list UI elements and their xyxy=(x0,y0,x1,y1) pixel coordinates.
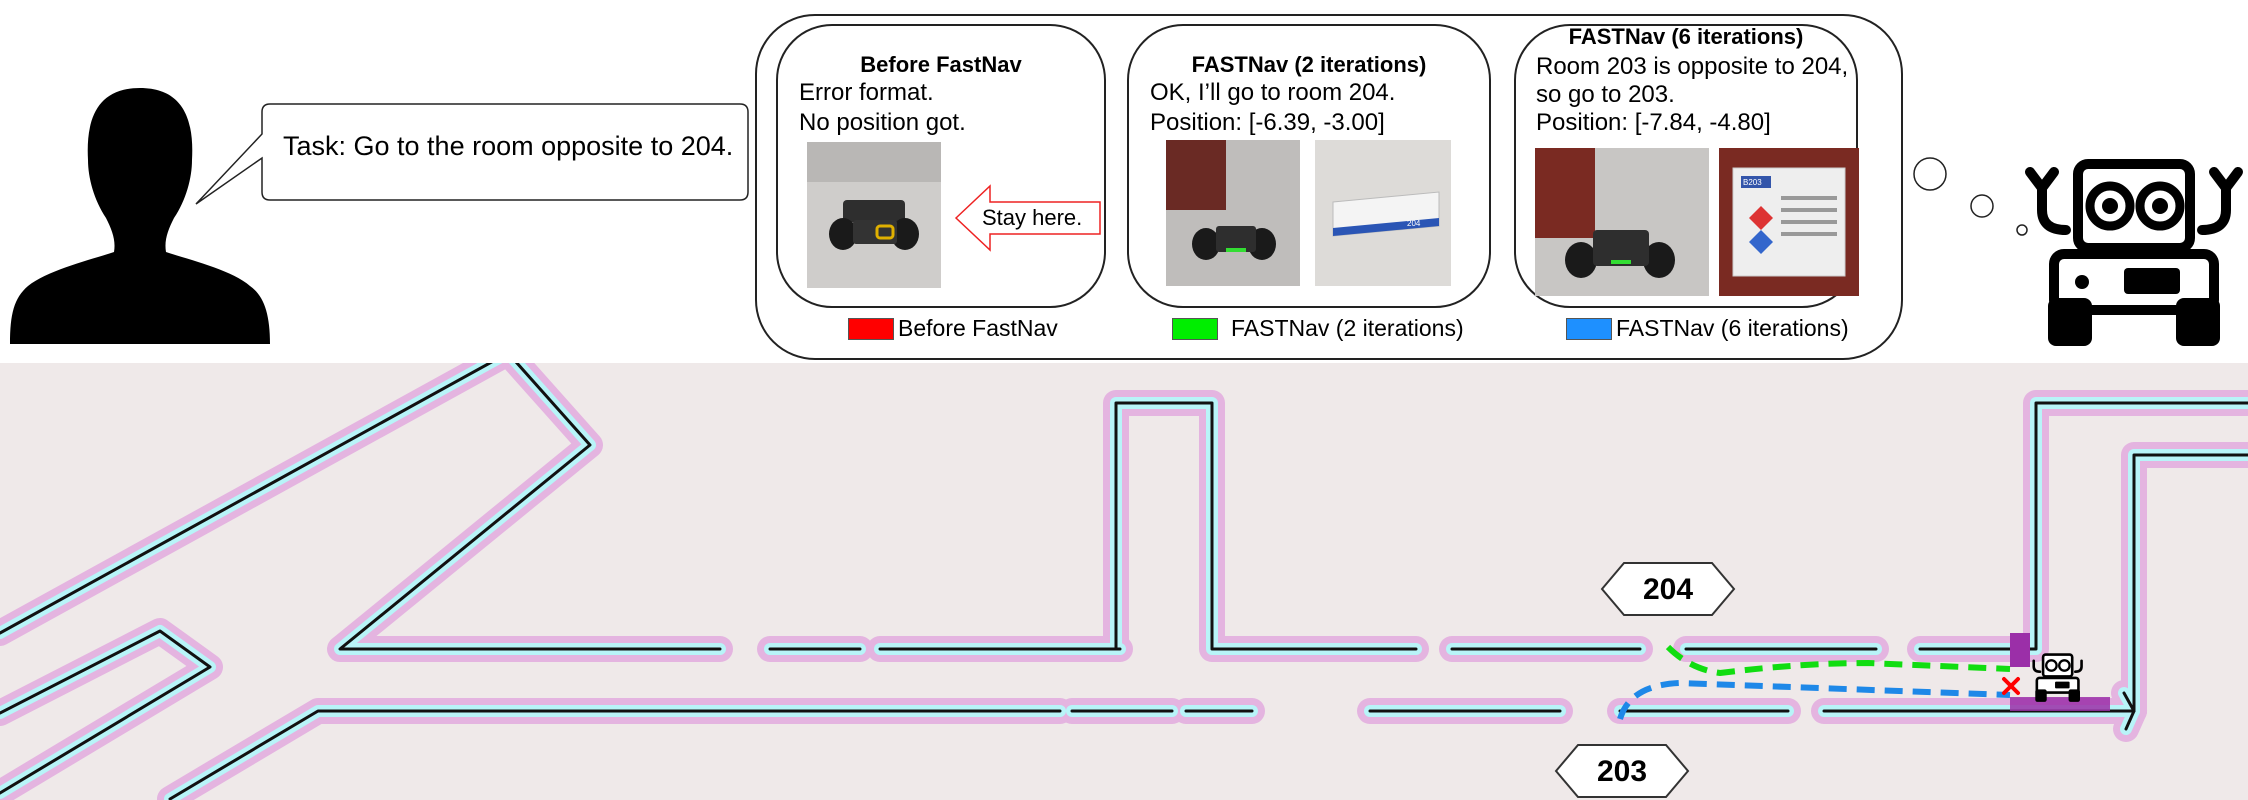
legend-label: FASTNav (6 iterations) xyxy=(1616,315,1849,341)
panel-title: Before FastNav xyxy=(860,52,1022,77)
sign-text: 204 xyxy=(1407,219,1421,228)
thought-dots xyxy=(1913,157,2028,236)
panel-title: FASTNav (6 iterations) xyxy=(1568,24,1804,49)
robot-photo xyxy=(1535,148,1709,296)
legend-swatch-blue xyxy=(1566,318,1612,340)
legend-label: FASTNav (2 iterations) xyxy=(1231,315,1464,341)
room-sign-photo: 204 xyxy=(1315,140,1451,286)
robot-icon xyxy=(2025,159,2243,346)
room-sign-photo: B203 xyxy=(1719,148,1859,296)
panel-line: Position: [-7.84, -4.80] xyxy=(1536,109,1771,136)
panel-line: Error format. xyxy=(799,79,934,106)
red-marker xyxy=(2002,677,2020,695)
room-label-203 xyxy=(1554,744,1690,798)
start-zone xyxy=(2010,697,2110,711)
robot-photo xyxy=(1166,140,1300,286)
panel-line: No position got. xyxy=(799,109,966,136)
blue-path xyxy=(1617,679,2011,720)
human-icon xyxy=(10,88,270,344)
arrow-left-icon xyxy=(954,184,1101,252)
room-number-203: 203 xyxy=(1597,755,1647,788)
room-number-204: 204 xyxy=(1643,573,1693,606)
sign-text: B203 xyxy=(1743,178,1762,187)
panel-line: Room 203 is opposite to 204, xyxy=(1536,53,1849,80)
panel-title: FASTNav (2 iterations) xyxy=(1191,52,1427,77)
robot-photo xyxy=(807,142,941,288)
speech-bubble xyxy=(195,103,749,205)
arrow-label: Stay here. xyxy=(982,205,1083,230)
start-zone xyxy=(2010,633,2030,667)
legend-swatch-green xyxy=(1172,318,1218,340)
room-label-204 xyxy=(1600,562,1736,616)
legend-swatch-red xyxy=(848,318,894,340)
task-text: Task: Go to the room opposite to 204. xyxy=(283,131,734,161)
panel-line: so go to 203. xyxy=(1536,81,1675,108)
legend-label: Before FastNav xyxy=(898,315,1058,341)
panel-line: OK, I’ll go to room 204. xyxy=(1150,79,1396,106)
green-path xyxy=(1665,644,2011,677)
panel-line: Position: [-6.39, -3.00] xyxy=(1150,109,1385,136)
small-robot-icon xyxy=(2032,653,2083,702)
navigation-map: 204 203 xyxy=(0,363,2248,800)
